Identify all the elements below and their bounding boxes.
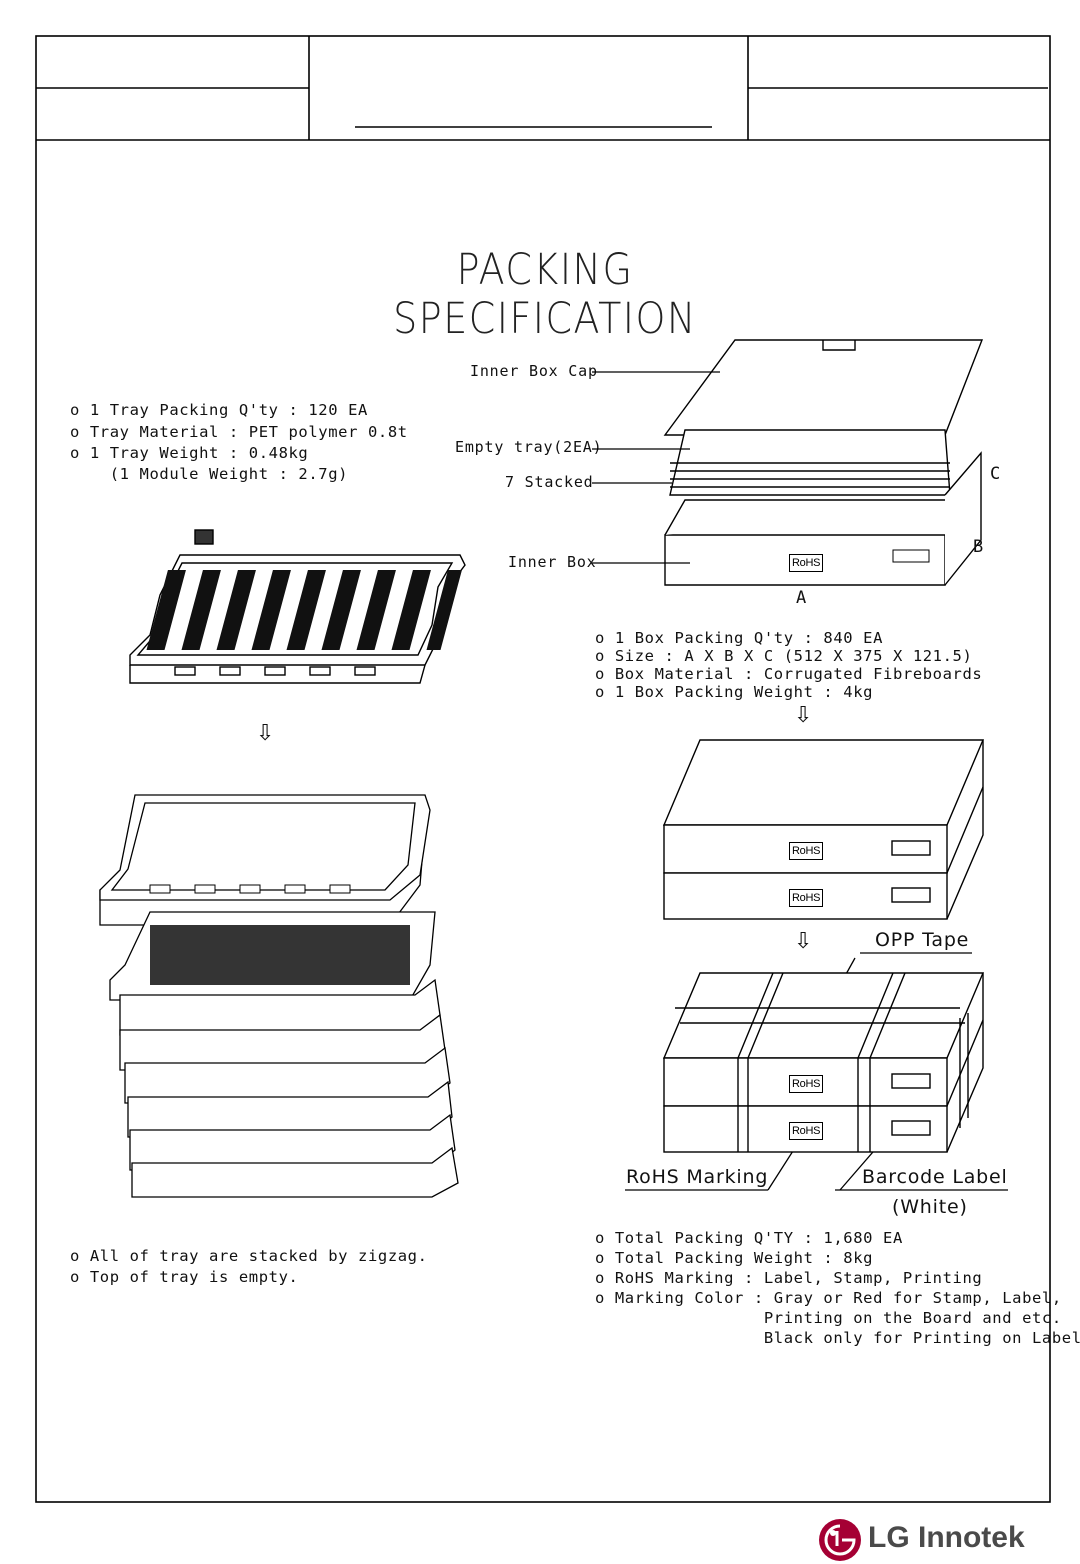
callout-inner-box-cap: Inner Box Cap	[470, 362, 598, 380]
box-spec-line: o 1 Box Packing Q'ty : 840 EA	[595, 629, 884, 647]
box-spec-line: o Box Material : Corrugated Fibreboards	[595, 665, 983, 683]
rohs-mark: RoHS	[789, 1075, 824, 1093]
total-spec-line: o RoHS Marking : Label, Stamp, Printing	[595, 1269, 983, 1287]
callout-empty-tray: Empty tray(2EA)	[455, 438, 603, 456]
callout-inner-box: Inner Box	[508, 553, 597, 571]
box-spec-line: o Size : A X B X C (512 X 375 X 121.5)	[595, 647, 973, 665]
rohs-mark: RoHS	[789, 889, 824, 907]
rohs-marking-label: RoHS Marking	[626, 1166, 769, 1188]
down-arrow-icon: ⇩	[794, 703, 814, 728]
barcode-label-callout: Barcode Label	[862, 1166, 1008, 1188]
two-box-stack	[662, 739, 985, 920]
brand-name: LG Innotek	[868, 1521, 1025, 1554]
total-spec-line: Black only for Printing on Label.	[595, 1329, 1080, 1347]
lg-face-icon	[819, 1519, 861, 1561]
dimension-a: A	[796, 588, 808, 608]
rohs-mark: RoHS	[789, 1122, 824, 1140]
page-title: PACKING SPECIFICATION	[393, 244, 697, 344]
single-tray-illustration	[129, 529, 466, 684]
tray-spec-line: o 1 Tray Packing Q'ty : 120 EA	[70, 401, 368, 419]
total-spec-line: o Total Packing Q'TY : 1,680 EA	[595, 1229, 903, 1247]
down-arrow-icon: ⇩	[256, 721, 276, 746]
tray-spec-line: (1 Module Weight : 2.7g)	[70, 465, 349, 483]
stack-note: o Top of tray is empty.	[70, 1268, 299, 1286]
total-spec-line: Printing on the Board and etc.	[595, 1309, 1062, 1327]
down-arrow-icon: ⇩	[794, 929, 814, 954]
barcode-white-note: (White)	[892, 1196, 968, 1218]
tray-spec-line: o 1 Tray Weight : 0.48kg	[70, 444, 309, 462]
dimension-b: B	[973, 537, 985, 557]
stacked-trays-illustration	[99, 794, 459, 1198]
lg-innotek-logo: LG Innotek	[818, 1518, 1058, 1564]
inner-box-exploded-view	[663, 339, 984, 586]
taped-box-stack	[662, 972, 985, 1153]
rohs-mark: RoHS	[789, 842, 824, 860]
rohs-mark: RoHS	[789, 554, 824, 572]
stack-note: o All of tray are stacked by zigzag.	[70, 1247, 428, 1265]
total-spec-line: o Total Packing Weight : 8kg	[595, 1249, 874, 1267]
total-spec-line: o Marking Color : Gray or Red for Stamp,…	[595, 1289, 1062, 1307]
dimension-c: C	[990, 464, 1002, 484]
opp-tape-label: OPP Tape	[875, 929, 970, 951]
callout-stacked: 7 Stacked	[505, 473, 594, 491]
box-spec-line: o 1 Box Packing Weight : 4kg	[595, 683, 874, 701]
tray-spec-line: o Tray Material : PET polymer 0.8t	[70, 423, 408, 441]
